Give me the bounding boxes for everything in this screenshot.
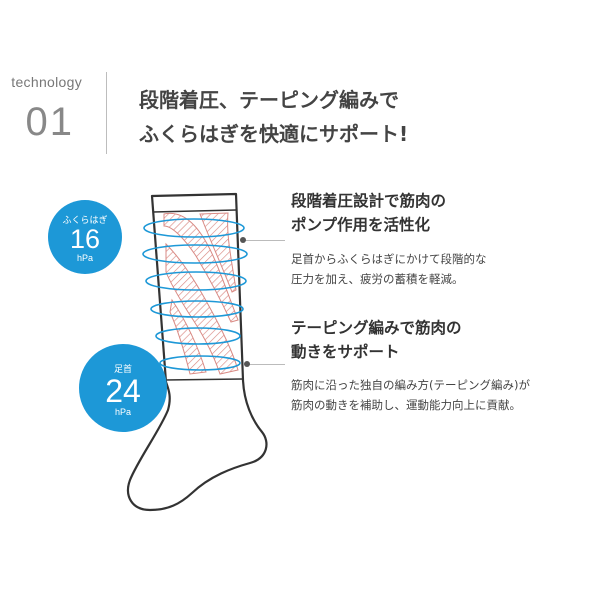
feature-2-title: テーピング編みで筋肉の 動きをサポート bbox=[291, 316, 462, 364]
connector-dot-2 bbox=[244, 361, 250, 367]
feature-2-title-line-2: 動きをサポート bbox=[291, 343, 400, 361]
feature-2-description: 筋肉に沿った独自の編み方(テーピング編み)が 筋肉の動きを補助し、運動能力向上に… bbox=[291, 375, 530, 415]
connector-dot-1 bbox=[240, 237, 246, 243]
calf-badge-value: 16 bbox=[69, 224, 101, 254]
headline: 段階着圧、テーピング編みで ふくらはぎを快適にサポート! bbox=[139, 83, 408, 151]
calf-badge-label: ふくらはぎ bbox=[62, 216, 108, 226]
technology-label: technology bbox=[11, 74, 82, 90]
headline-line-2: ふくらはぎを快適にサポート! bbox=[139, 122, 409, 146]
sock-top-band bbox=[152, 209, 237, 213]
ankle-pressure-badge: 足首 24 hPa bbox=[79, 344, 167, 432]
feature-1-description: 足首からふくらはぎにかけて段階的な 圧力を加え、疲労の蓄積を軽減。 bbox=[291, 249, 487, 289]
feature-1-title: 段階着圧設計で筋肉の ポンプ作用を活性化 bbox=[291, 189, 446, 237]
connector-line-2 bbox=[247, 364, 285, 365]
feature-1-title-line-1: 段階着圧設計で筋肉の bbox=[291, 192, 447, 210]
connector-line-1 bbox=[243, 240, 285, 241]
feature-2-title-line-1: テーピング編みで筋肉の bbox=[291, 319, 462, 337]
technology-number: 01 bbox=[25, 100, 74, 144]
feature-1-desc-line-1: 足首からふくらはぎにかけて段階的な bbox=[291, 252, 487, 266]
ankle-badge-value: 24 bbox=[105, 373, 141, 409]
calf-badge-unit: hPa bbox=[76, 253, 93, 263]
taping-band-lower bbox=[165, 242, 239, 375]
header-divider bbox=[106, 72, 107, 154]
ankle-badge-unit: hPa bbox=[114, 407, 131, 417]
compression-rings bbox=[142, 218, 248, 371]
sock-illustration bbox=[126, 192, 268, 512]
headline-line-1: 段階着圧、テーピング編みで bbox=[139, 88, 399, 112]
taping-band-upper bbox=[163, 212, 239, 323]
feature-2-desc-line-2: 筋肉の動きを補助し、運動能力向上に貢献。 bbox=[291, 398, 521, 412]
taping-band-outer bbox=[199, 212, 237, 293]
feature-2-desc-line-1: 筋肉に沿った独自の編み方(テーピング編み)が bbox=[291, 378, 530, 392]
sock-ankle-band bbox=[164, 378, 244, 381]
feature-1-desc-line-2: 圧力を加え、疲労の蓄積を軽減。 bbox=[291, 272, 464, 286]
ankle-badge-label: 足首 bbox=[113, 365, 132, 375]
feature-1-title-line-2: ポンプ作用を活性化 bbox=[291, 216, 431, 234]
calf-pressure-badge: ふくらはぎ 16 hPa bbox=[48, 200, 122, 274]
